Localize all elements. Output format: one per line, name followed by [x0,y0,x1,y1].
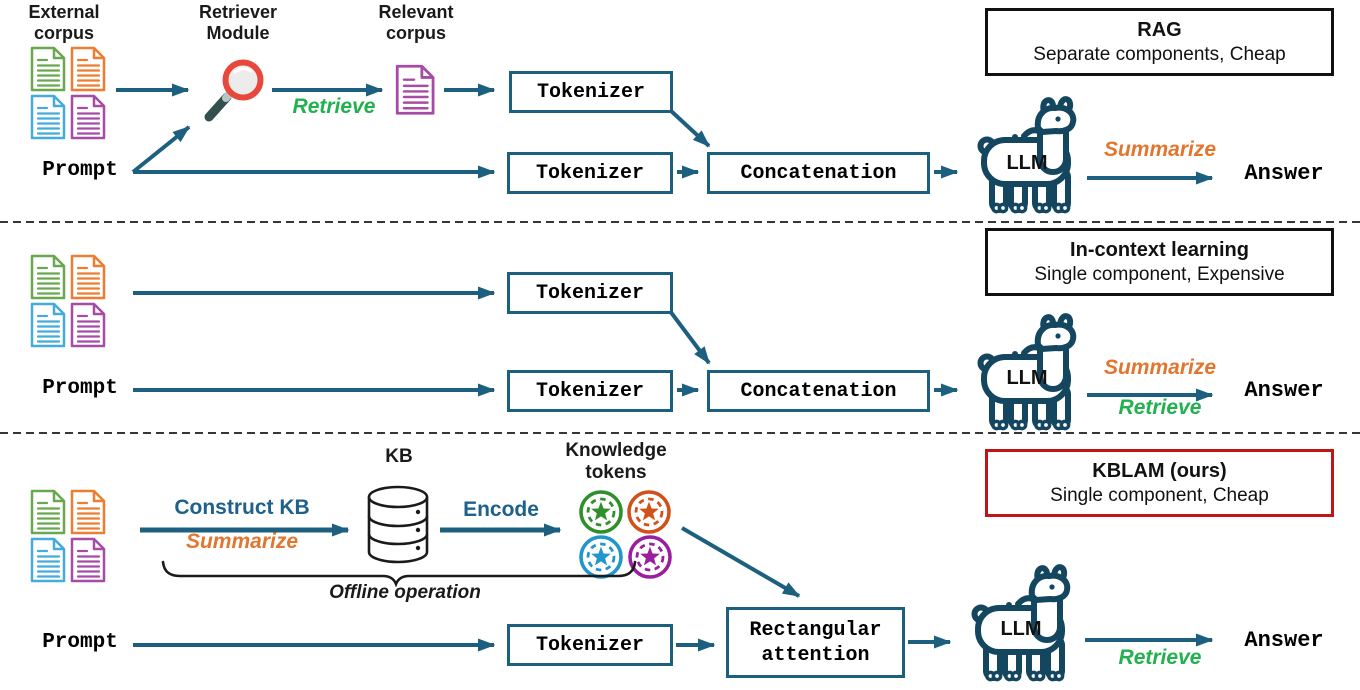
concatenation-box: Concatenation [707,152,930,194]
knowledge-token-green-icon [579,490,623,534]
offline-operation-label: Offline operation [329,582,481,603]
retrieve-label: Retrieve [1118,646,1202,669]
kb-label: KB [385,446,413,467]
llm-label: LLM [1006,152,1048,174]
icl-header-box: In-context learning Single component, Ex… [985,228,1334,296]
tokenizer-box: Tokenizer [507,370,673,412]
kblam-subtitle: Single component, Cheap [1050,484,1269,506]
document-stack-icon [32,256,104,346]
flow-arrows [116,83,1214,652]
answer-label: Answer [1244,378,1324,403]
tokenizer-box: Tokenizer [507,152,673,194]
rag-title: RAG [1137,18,1182,41]
relevant-corpus-label: Relevant corpus [378,2,454,43]
knowledge-tokens-label: Knowledge tokens [565,440,667,483]
construct-kb-label: Construct KB [174,496,310,519]
document-stack-icon [32,48,104,138]
rectangular-attention-box: Rectangular attention [726,607,905,678]
rag-header-box: RAG Separate components, Cheap [985,8,1334,76]
knowledge-token-blue-icon [579,535,623,579]
answer-label: Answer [1244,161,1324,186]
prompt-label: Prompt [42,159,118,182]
tokenizer-box: Tokenizer [507,624,673,666]
underbrace [161,560,637,588]
rag-subtitle: Separate components, Cheap [1033,43,1286,65]
magnifier-icon [204,59,264,122]
database-icon [367,485,429,564]
kblam-header-box: KBLAM (ours) Single component, Cheap [985,449,1334,517]
summarize-label: Summarize [1103,356,1217,379]
section-divider [0,221,1360,434]
prompt-label: Prompt [42,377,118,400]
tokenizer-box: Tokenizer [509,71,673,113]
knowledge-token-purple-icon [628,535,672,579]
kblam-title: KBLAM (ours) [1092,459,1227,482]
document-icon [395,64,435,115]
tokenizer-box: Tokenizer [507,272,673,314]
answer-label: Answer [1244,628,1324,653]
external-corpus-label: External corpus [28,2,100,43]
knowledge-tokens-icon [579,490,672,579]
retrieve-label: Retrieve [292,95,376,118]
summarize-label: Summarize [185,530,299,553]
retrieve-label: Retrieve [1118,396,1202,419]
encode-label: Encode [463,498,539,521]
prompt-label: Prompt [42,631,118,654]
concatenation-box: Concatenation [707,370,930,412]
summarize-label: Summarize [1103,138,1217,161]
knowledge-token-orange-icon [627,490,671,534]
retriever-module-label: Retriever Module [198,2,278,43]
icl-subtitle: Single component, Expensive [1034,263,1285,285]
icl-title: In-context learning [1070,238,1249,261]
llm-label: LLM [1006,367,1048,389]
document-stack-icon [32,491,104,581]
llm-label: LLM [1000,618,1042,640]
